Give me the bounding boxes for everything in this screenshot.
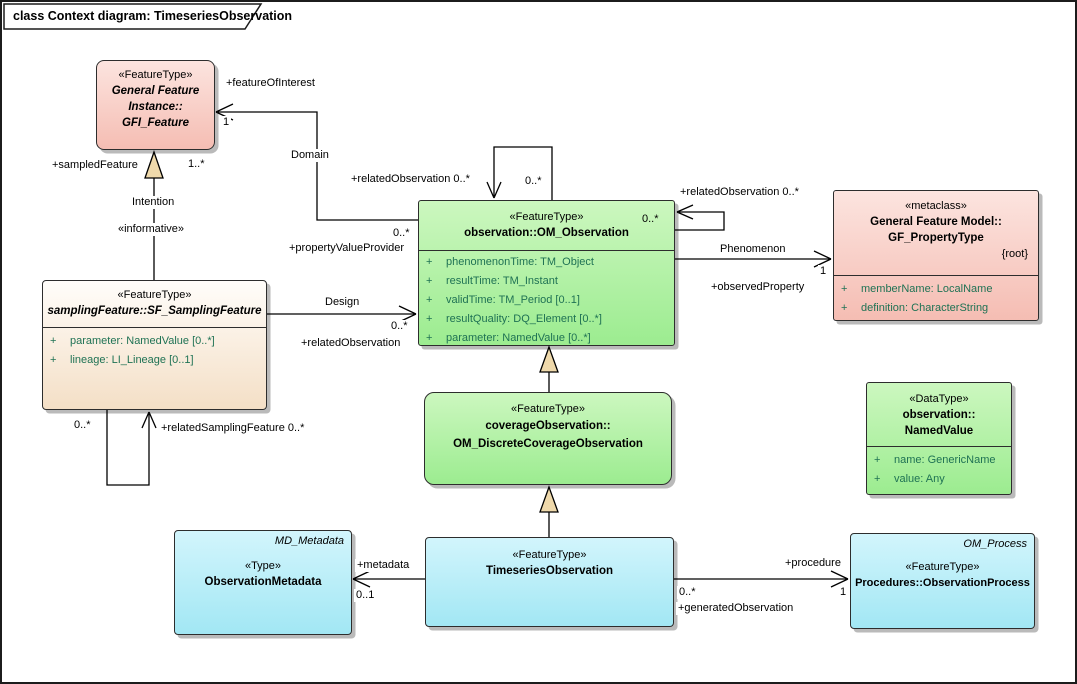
role-label-observed-property: +observedProperty — [709, 281, 807, 294]
attribute-row: +lineage: LI_Lineage [0..1] — [50, 354, 194, 366]
stereotype: «FeatureType» — [118, 69, 193, 81]
related-observation-right-arrow — [676, 204, 694, 220]
attribute-row: +parameter: NamedValue [0..*] — [50, 335, 215, 347]
stereotype: «FeatureType» — [905, 561, 980, 573]
attribute-row: +phenomenonTime: TM_Object — [426, 256, 594, 268]
root-tag: {root} — [1001, 248, 1028, 260]
association-name-domain: Domain — [289, 149, 331, 162]
metadata-open-arrow — [352, 570, 371, 588]
class-box-om-observation[interactable]: «FeatureType» observation::OM_Observatio… — [418, 200, 675, 346]
stereotype: «FeatureType» — [509, 211, 584, 223]
class-box-gf-propertytype[interactable]: «metaclass» General Feature Model:: GF_P… — [833, 190, 1039, 321]
multiplicity-label: 1 — [221, 116, 232, 129]
related-sampling-feature-loop — [106, 410, 150, 486]
role-label-sampled-feature: +sampledFeature — [50, 159, 140, 172]
role-label-property-value-provider: +propertyValueProvider — [287, 242, 407, 255]
related-sampling-feature-arrow — [141, 411, 157, 429]
multiplicity-label: 1..* — [186, 158, 207, 171]
attribute-row: +validTime: TM_Period [0..1] — [426, 294, 580, 306]
multiplicity-label: 0..1 — [354, 589, 377, 602]
class-name: OM_DiscreteCoverageObservation — [453, 438, 643, 450]
role-label-related-observation-right: +relatedObservation 0..* — [678, 186, 801, 199]
role-label-metadata: +metadata — [355, 559, 412, 572]
related-observation-top-loop — [493, 146, 553, 200]
domain-association-line — [218, 111, 418, 221]
class-name: samplingFeature::SF_SamplingFeature — [47, 305, 262, 317]
class-box-observationmetadata[interactable]: MD_Metadata «Type» ObservationMetadata — [174, 530, 352, 635]
class-name: General Feature Model:: — [870, 216, 1002, 228]
class-name: GF_PropertyType — [888, 232, 984, 244]
generalization-triangle-1 — [539, 345, 559, 373]
multiplicity-label: 1 — [838, 586, 849, 599]
stereotype-label-informative: «informative» — [116, 223, 187, 236]
class-name: Instance:: — [128, 101, 183, 113]
role-label-procedure: +procedure — [783, 557, 843, 570]
stereotype: «metaclass» — [905, 200, 967, 212]
stereotype: «FeatureType» — [117, 289, 192, 301]
class-name: NamedValue — [904, 425, 974, 437]
attribute-row: +name: GenericName — [874, 454, 996, 466]
multiplicity-label: 0..* — [389, 320, 410, 333]
class-box-timeseriesobservation[interactable]: «FeatureType» TimeseriesObservation — [425, 537, 674, 627]
class-name: TimeseriesObservation — [486, 565, 613, 577]
intention-triangle-arrow — [144, 150, 164, 179]
class-box-om-discretecoverageobservation[interactable]: «FeatureType» coverageObservation:: OM_D… — [424, 392, 672, 485]
related-observation-right-loop — [675, 211, 725, 231]
multiplicity-label: 0..* — [391, 227, 412, 240]
multiplicity-label: 1 — [818, 265, 829, 278]
stereotype: «FeatureType» — [512, 549, 587, 561]
attribute-row: +resultTime: TM_Instant — [426, 275, 558, 287]
attribute-row: +memberName: LocalName — [841, 283, 993, 295]
generalization-triangle-2 — [539, 485, 559, 513]
association-name-intention: Intention — [130, 196, 177, 209]
class-box-sf-samplingfeature[interactable]: «FeatureType» samplingFeature::SF_Sampli… — [42, 280, 267, 410]
classifier-reference: MD_Metadata — [274, 535, 344, 547]
class-name: General Feature — [111, 85, 200, 97]
class-name: GFI_Feature — [121, 117, 190, 129]
attribute-row: +resultQuality: DQ_Element [0..*] — [426, 313, 602, 325]
attribute-row: +value: Any — [874, 473, 945, 485]
association-name-design: Design — [323, 296, 362, 309]
multiplicity-label: 0..* — [72, 419, 93, 432]
stereotype: «FeatureType» — [511, 403, 585, 415]
stereotype: «DataType» — [909, 393, 969, 405]
multiplicity-label: 0..* — [642, 213, 659, 225]
class-box-gfi-feature[interactable]: «FeatureType» General Feature Instance::… — [96, 60, 215, 150]
class-name: ObservationMetadata — [204, 576, 322, 588]
role-label-related-observation-left: +relatedObservation — [299, 337, 403, 350]
class-name: observation::OM_Observation — [464, 227, 629, 239]
class-box-observationprocess[interactable]: OM_Process «FeatureType» Procedures::Obs… — [850, 533, 1035, 629]
role-label-generated-observation: +generatedObservation — [676, 602, 796, 615]
multiplicity-label: 0..* — [677, 586, 698, 599]
class-name: observation:: — [902, 409, 976, 421]
diagram-title: class Context diagram: TimeseriesObserva… — [13, 9, 293, 23]
role-label-related-observation-top: +relatedObservation 0..* — [349, 173, 472, 186]
classifier-reference: OM_Process — [963, 538, 1027, 550]
attribute-row: +definition: CharacterString — [841, 302, 989, 314]
role-label-feature-of-interest: +featureOfInterest — [224, 77, 317, 90]
role-label-related-sampling-feature: +relatedSamplingFeature 0..* — [159, 422, 307, 435]
multiplicity-label: 0..* — [523, 175, 544, 188]
class-name: coverageObservation:: — [485, 420, 611, 432]
related-observation-top-arrow — [486, 181, 502, 199]
procedure-open-arrow — [830, 570, 849, 588]
stereotype: «Type» — [244, 560, 282, 572]
class-box-namedvalue[interactable]: «DataType» observation:: NamedValue +nam… — [866, 382, 1012, 495]
attribute-row: +parameter: NamedValue [0..*] — [426, 332, 591, 344]
class-name: Procedures::ObservationProcess — [855, 577, 1030, 589]
association-name-phenomenon: Phenomenon — [718, 243, 788, 256]
